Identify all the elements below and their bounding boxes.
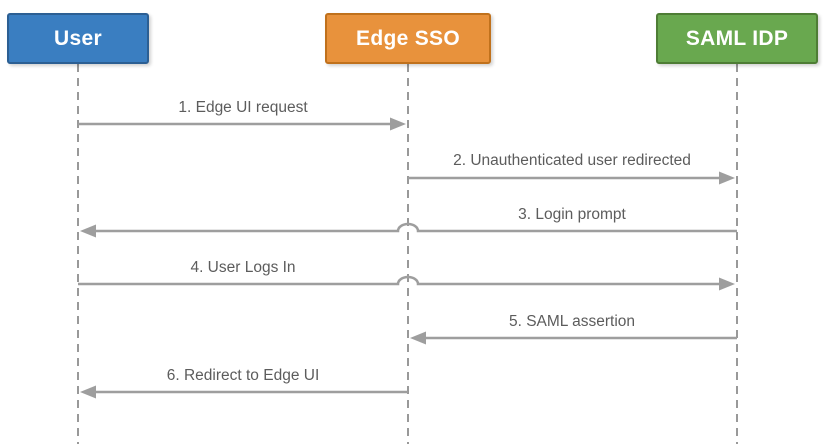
message-label-1: 1. Edge UI request xyxy=(178,99,308,116)
actor-label-saml-idp: SAML IDP xyxy=(685,26,789,50)
arrowhead-left-icon xyxy=(80,385,96,399)
message-label-6: 6. Redirect to Edge UI xyxy=(166,367,320,384)
message-arrow-3 xyxy=(95,222,737,233)
arrowhead-right-icon xyxy=(719,277,735,291)
arrowhead-left-icon xyxy=(80,224,96,238)
arrowhead-left-icon xyxy=(410,331,426,345)
arrowhead-right-icon xyxy=(719,171,735,185)
actor-box-edge-sso: Edge SSO xyxy=(325,13,491,64)
actor-label-user: User xyxy=(54,26,102,50)
message-label-4: 4. User Logs In xyxy=(190,259,296,276)
actor-box-user: User xyxy=(7,13,149,64)
message-label-2: 2. Unauthenticated user redirected xyxy=(453,152,691,169)
message-arrow-4 xyxy=(78,275,720,286)
message-label-5: 5. SAML assertion xyxy=(508,313,636,330)
actor-label-edge-sso: Edge SSO xyxy=(356,26,460,50)
message-label-3: 3. Login prompt xyxy=(518,206,626,223)
arrowhead-right-icon xyxy=(390,117,406,131)
actor-box-saml-idp: SAML IDP xyxy=(656,13,818,64)
